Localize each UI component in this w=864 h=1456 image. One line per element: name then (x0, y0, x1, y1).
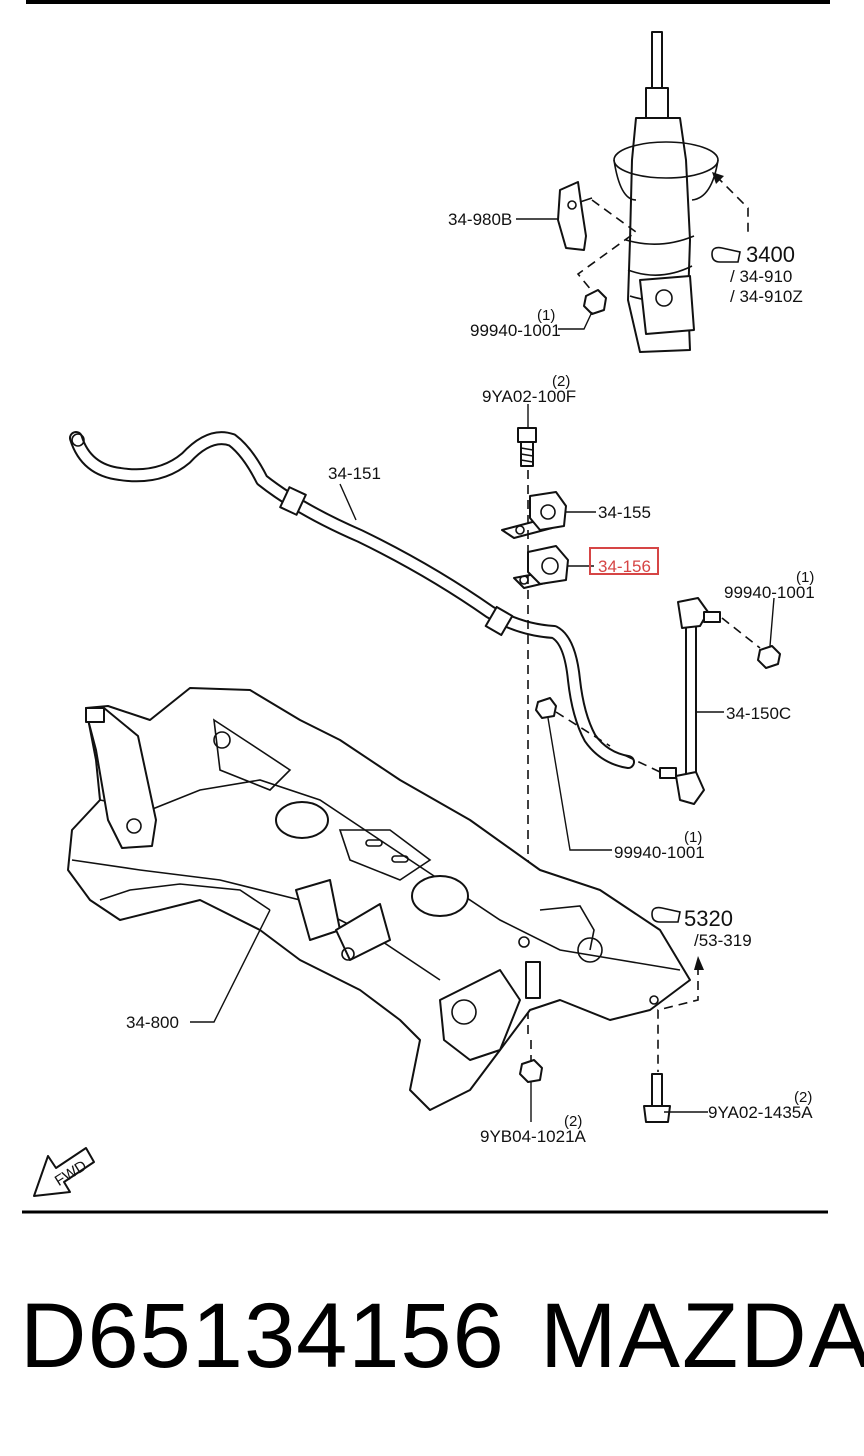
nut-top (583, 289, 607, 315)
label-9ya02-100f-qty: (2) (552, 373, 570, 390)
nut-link-bottom (535, 697, 557, 719)
label-9ya02-100f: 9YA02-100F (482, 387, 576, 406)
brand-name: MAZDA (540, 1285, 864, 1387)
label-34-151: 34-151 (328, 464, 381, 483)
label-34-910z: / 34-910Z (730, 287, 803, 306)
crossmember-34-800 (67, 687, 691, 1111)
strut-bracket (557, 181, 638, 297)
label-34-155: 34-155 (598, 503, 651, 522)
ref-icon-5320 (651, 906, 681, 923)
label-99940-top-qty: (1) (537, 307, 555, 324)
bushing-34-156 (513, 545, 569, 589)
label-34-156-highlighted: 34-156 (598, 557, 651, 576)
nut-9yb04 (519, 1059, 543, 1083)
label-9yb04-1021a: 9YB04-1021A (480, 1127, 587, 1146)
label-99940-mid: 99940-1001 (614, 843, 705, 862)
label-34-910: / 34-910 (730, 267, 792, 286)
label-34-800: 34-800 (126, 1013, 179, 1032)
fwd-arrow-icon: FWD (33, 1147, 95, 1197)
bolt-9ya02-1435a (643, 1073, 671, 1123)
highlight-box (589, 547, 659, 575)
part-number: D65134156 (20, 1285, 505, 1387)
bolt-top (517, 427, 537, 467)
nut-link-top (757, 645, 781, 669)
label-99940-top: 99940-1001 (470, 321, 561, 340)
label-99940-right-qty: (1) (796, 569, 814, 586)
footer: D65134156 MAZDA (0, 1286, 864, 1406)
label-34-150c: 34-150C (726, 704, 791, 723)
label-5320: 5320 (684, 906, 733, 931)
stabilizer-link (621, 597, 761, 805)
label-3400: 3400 (746, 242, 795, 267)
bolt-5320-arrow-line (657, 966, 699, 1072)
ref-icon-3400 (711, 246, 741, 263)
label-9ya02-1435a: 9YA02-1435A (708, 1103, 813, 1122)
label-99940-right: 99940-1001 (724, 583, 815, 602)
stabilizer-bar (69, 431, 635, 769)
label-53-319: /53-319 (694, 931, 752, 950)
label-9ya02-1435a-qty: (2) (794, 1089, 812, 1106)
bushing-bracket-34-155 (501, 491, 567, 539)
label-34-980b: 34-980B (448, 210, 512, 229)
strut-assembly (613, 31, 749, 353)
label-9yb04-qty: (2) (564, 1113, 582, 1130)
label-99940-mid-qty: (1) (684, 829, 702, 846)
